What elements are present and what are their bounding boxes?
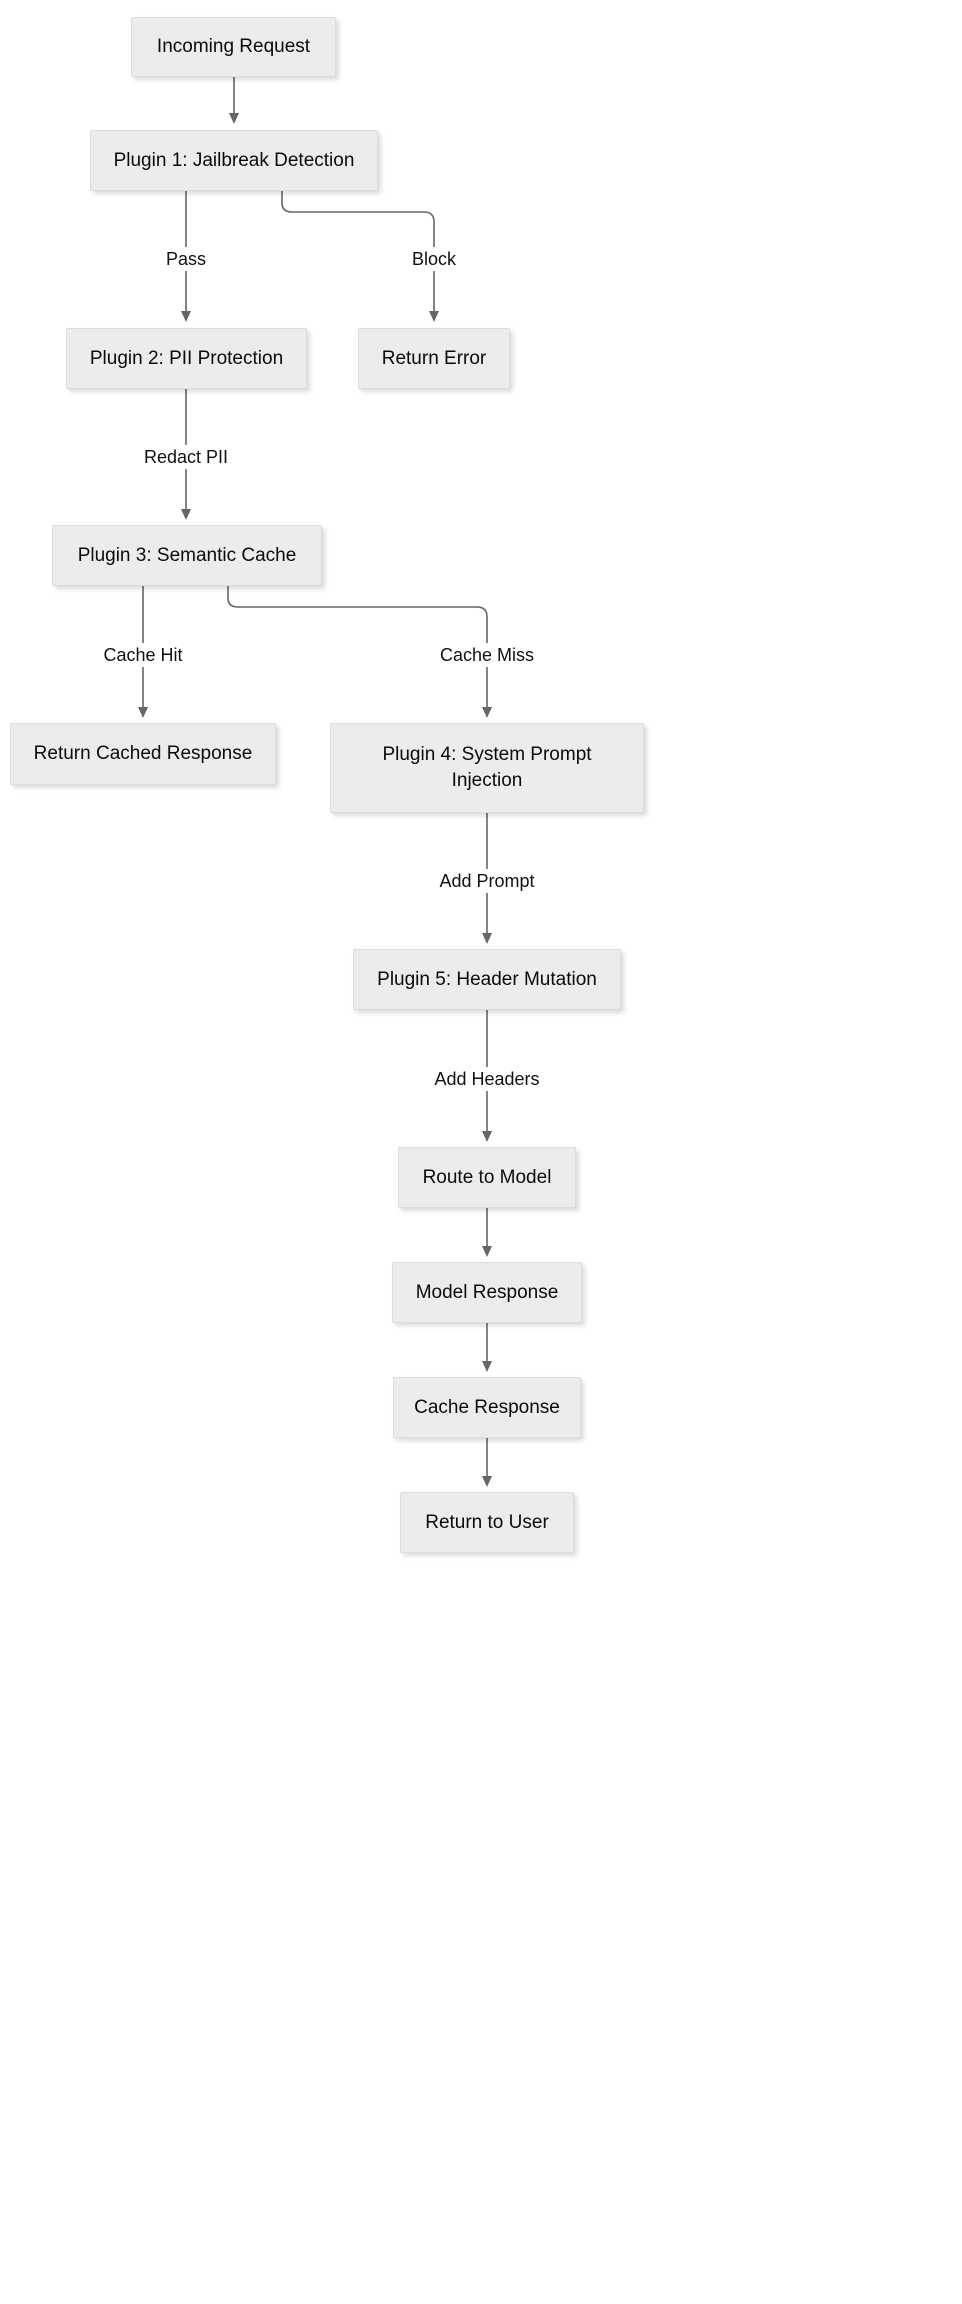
edge-label-pass: Pass — [160, 247, 212, 271]
edge-plugin3-to-plugin4 — [227, 586, 492, 718]
edge-label-block: Block — [406, 247, 462, 271]
node-model-response[interactable]: Model Response — [392, 1262, 582, 1323]
node-return-to-user[interactable]: Return to User — [400, 1492, 574, 1553]
node-plugin2-pii-protection[interactable]: Plugin 2: PII Protection — [66, 328, 307, 389]
node-route-to-model[interactable]: Route to Model — [398, 1147, 576, 1208]
node-plugin3-semantic-cache[interactable]: Plugin 3: Semantic Cache — [52, 525, 322, 586]
edge-label-add-prompt: Add Prompt — [434, 869, 540, 893]
node-cache-response[interactable]: Cache Response — [393, 1377, 581, 1438]
node-plugin4-system-prompt-injection[interactable]: Plugin 4: System Prompt Injection — [330, 723, 644, 813]
edge-label-redact-pii: Redact PII — [138, 445, 234, 469]
node-incoming-request[interactable]: Incoming Request — [131, 17, 336, 77]
edge-label-cache-hit: Cache Hit — [98, 643, 188, 667]
edge-plugin1-to-return-error — [281, 191, 439, 322]
edge-label-cache-miss: Cache Miss — [434, 643, 540, 667]
node-return-cached-response[interactable]: Return Cached Response — [10, 723, 276, 785]
node-plugin5-header-mutation[interactable]: Plugin 5: Header Mutation — [353, 949, 621, 1010]
node-return-error[interactable]: Return Error — [358, 328, 510, 389]
edge-label-add-headers: Add Headers — [429, 1067, 545, 1091]
node-plugin1-jailbreak-detection[interactable]: Plugin 1: Jailbreak Detection — [90, 130, 378, 191]
